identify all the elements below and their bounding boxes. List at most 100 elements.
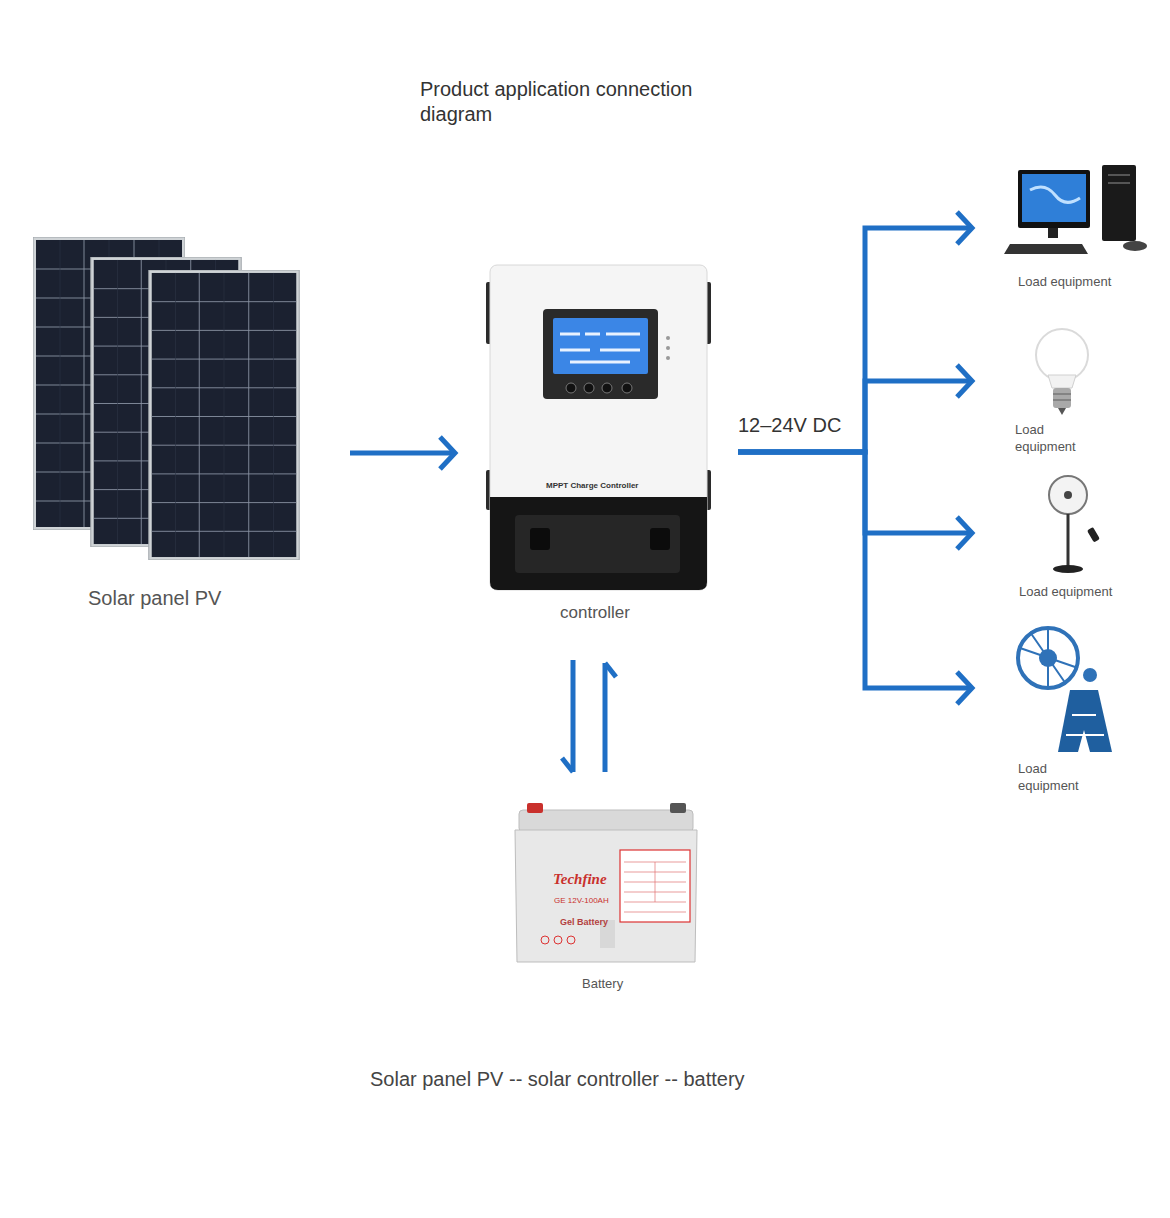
computer-icon-part	[1108, 175, 1130, 183]
connector	[738, 452, 972, 704]
charge-controller-part	[622, 383, 632, 393]
gel-battery	[515, 803, 697, 962]
fan-icon-part	[1053, 565, 1083, 573]
charge-controller-part	[515, 515, 680, 573]
computer-icon-part	[1123, 241, 1147, 251]
turbine-icon-part	[1078, 730, 1090, 752]
arrow-head	[440, 437, 455, 469]
node-text: Battery	[582, 976, 623, 992]
turbine-icon-part	[1058, 690, 1112, 752]
turbine-icon-part	[1039, 649, 1057, 667]
flow-line	[738, 452, 972, 533]
harpoon-head	[562, 758, 573, 772]
gel-battery-part	[624, 862, 686, 912]
charge-controller-part	[602, 383, 612, 393]
charge-controller-part	[530, 528, 550, 550]
bulb-icon-part	[1036, 329, 1088, 381]
connector	[738, 365, 972, 452]
flow-line	[571, 660, 576, 772]
charge-controller-part	[543, 309, 658, 399]
connector	[562, 660, 616, 772]
connector	[738, 212, 972, 452]
flow-line	[738, 381, 972, 452]
node-text: Techfine	[553, 870, 607, 889]
charge-controller-part	[584, 383, 594, 393]
computer-icon-part	[1102, 165, 1136, 241]
gel-battery-part	[567, 936, 575, 944]
gel-battery-part	[541, 936, 549, 944]
gel-battery-part	[527, 803, 543, 813]
fan-icon-part	[1087, 527, 1100, 543]
turbine-icon	[1018, 628, 1112, 752]
charge-controller-part	[490, 265, 707, 590]
gel-battery-part	[620, 850, 690, 922]
node-text: Load equipment	[1018, 760, 1103, 794]
fan-icon-part	[1067, 514, 1070, 566]
fan-icon-part	[1049, 476, 1087, 514]
gel-battery-part	[519, 810, 693, 832]
flow-line	[603, 663, 608, 772]
flow-line	[350, 451, 455, 456]
edge-label: 12–24V DC	[738, 413, 841, 438]
load-node: Load equipment	[975, 470, 1165, 596]
battery-node: Techfine GE 12V-100AH Gel BatteryBattery	[500, 775, 715, 1000]
arrow-head	[957, 517, 972, 549]
harpoon-head	[605, 663, 616, 677]
charge-controller-part	[666, 356, 670, 360]
node-text: MPPT Charge Controller	[546, 481, 638, 491]
arrow-head	[957, 212, 972, 244]
load-node: Load equipment	[975, 160, 1165, 296]
load-node: Load equipment	[975, 620, 1165, 756]
bulb-icon-part	[1058, 408, 1066, 415]
solar-panel-node: Solar panel PV	[33, 237, 350, 622]
charge-controller	[486, 265, 711, 590]
computer-icon-part	[1030, 187, 1080, 202]
turbine-icon-part	[1018, 628, 1078, 688]
node-text: Load equipment	[1015, 421, 1100, 455]
flow-line	[738, 452, 972, 688]
flow-line	[738, 228, 972, 452]
computer-icon	[1004, 165, 1147, 254]
solar-panels	[33, 237, 299, 560]
solar-panels-part	[149, 270, 299, 560]
charge-controller-part	[490, 497, 707, 590]
turbine-icon-part	[1083, 668, 1097, 682]
diagram-caption: Solar panel PV -- solar controller -- ba…	[370, 1067, 745, 1092]
load-node: Load equipment	[975, 330, 1165, 432]
connector	[350, 437, 455, 469]
arrow-head	[957, 672, 972, 704]
charge-controller-part	[566, 383, 576, 393]
bulb-icon-part	[1053, 394, 1071, 400]
computer-icon-part	[1048, 228, 1058, 238]
gel-battery-part	[670, 803, 686, 813]
turbine-icon-part	[1020, 628, 1078, 688]
gel-battery-part	[515, 830, 697, 962]
node-text: controller	[560, 602, 630, 623]
charge-controller-part	[553, 318, 648, 374]
controller-node: MPPT Charge Controller controller	[458, 255, 738, 660]
gel-battery-part	[554, 936, 562, 944]
computer-icon-part	[1022, 174, 1086, 222]
charge-controller-part	[650, 528, 670, 550]
connector	[738, 452, 972, 549]
fan-icon	[1049, 476, 1100, 573]
computer-icon-part	[1004, 244, 1088, 254]
charge-controller-part	[666, 336, 670, 340]
computer-icon-part	[1018, 170, 1090, 228]
node-text: Gel Battery	[560, 917, 608, 928]
bulb-icon	[1036, 329, 1088, 415]
node-text: Solar panel PV	[88, 586, 221, 611]
charge-controller-part	[666, 346, 670, 350]
fan-icon-part	[1064, 491, 1072, 499]
node-text: GE 12V-100AH	[554, 896, 609, 906]
turbine-icon-part	[1066, 715, 1104, 735]
bulb-icon-part	[1048, 375, 1076, 388]
arrow-head	[957, 365, 972, 397]
charge-controller-part	[560, 334, 640, 362]
node-text: Load equipment	[1019, 584, 1112, 600]
node-text: Load equipment	[1018, 274, 1111, 290]
bulb-icon-part	[1053, 388, 1071, 408]
diagram-title: Product application connection diagram	[420, 77, 750, 127]
